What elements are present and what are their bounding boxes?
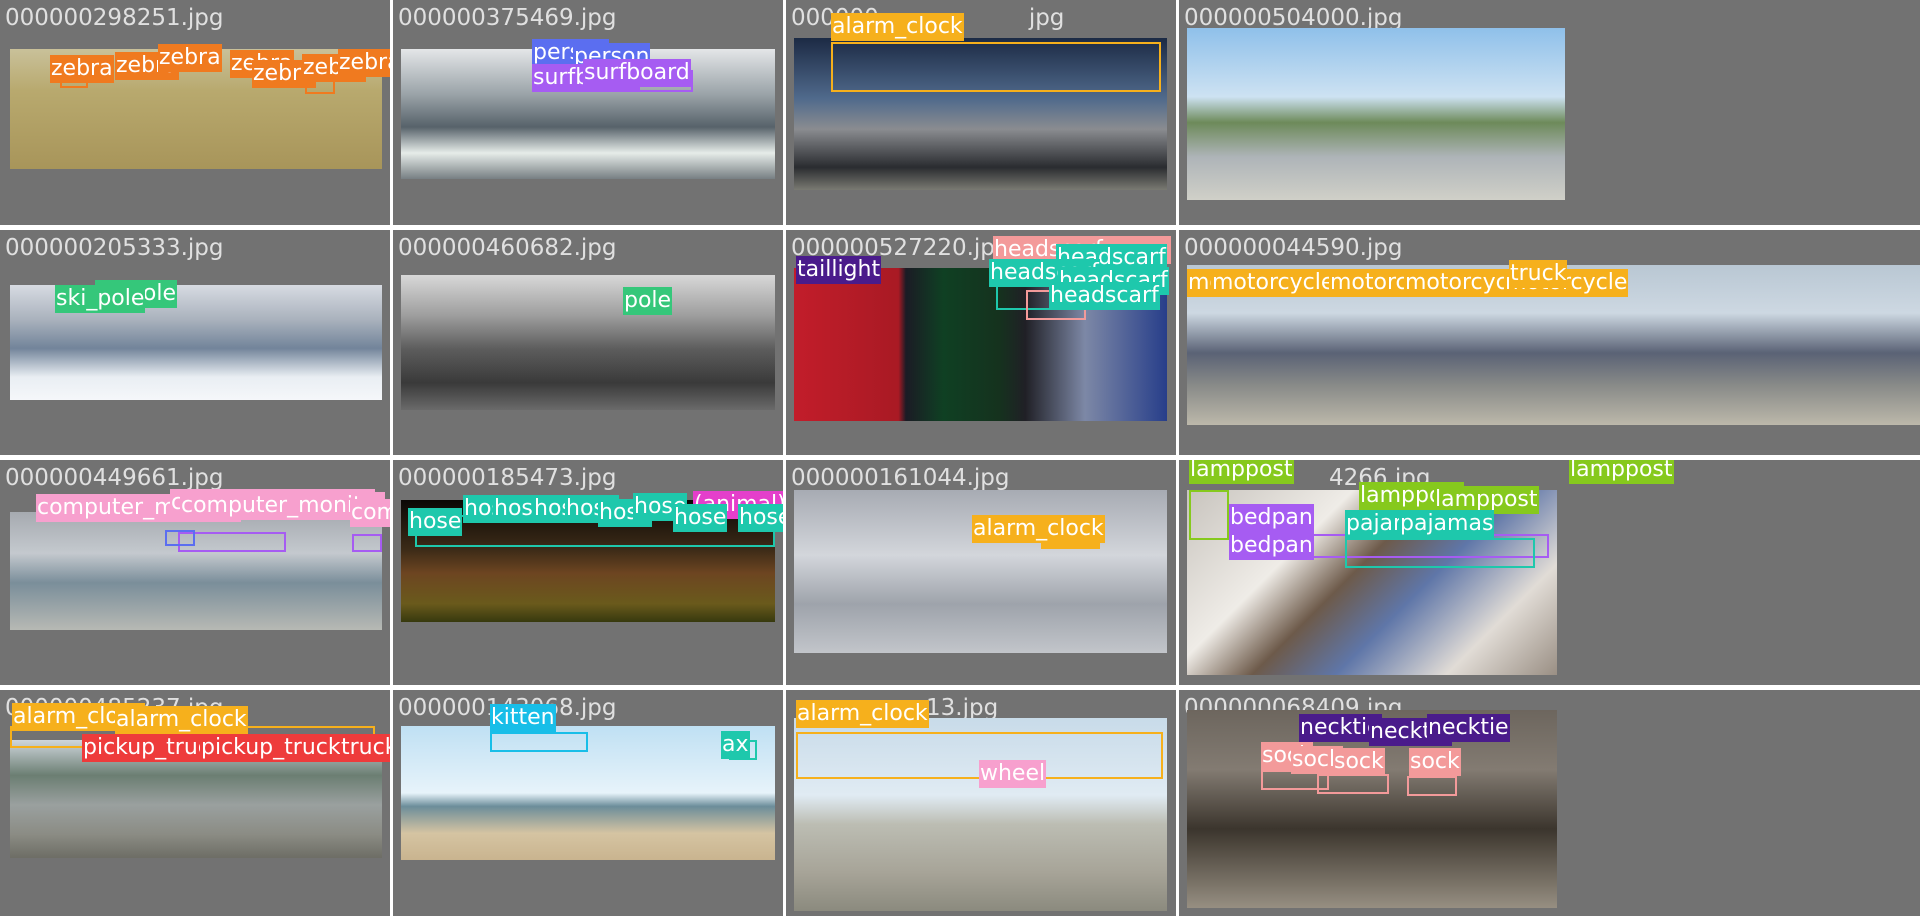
detection-label: zebra xyxy=(50,55,114,83)
filename-label: 13.jpg xyxy=(926,695,999,721)
grid-cell[interactable]: 4266.jpg lamppost lamppost lamppost lamp… xyxy=(1179,460,1920,685)
bounding-box xyxy=(490,732,588,752)
detection-label: wheel xyxy=(979,760,1047,788)
detection-label: alarm_clock xyxy=(831,13,964,41)
detection-label: sock xyxy=(1409,748,1461,776)
bounding-box xyxy=(1345,538,1535,568)
detection-label: alarm_clock xyxy=(796,700,929,728)
grid-cell[interactable]: 000000449661.jpg computer_monitor comput… xyxy=(0,460,390,685)
detection-label: motorcycle xyxy=(1211,269,1336,297)
grid-cell[interactable]: 000000068409.jpg necktie necktie necktie… xyxy=(1179,690,1920,916)
grid-cell[interactable]: 13.jpg alarm_clock wheel xyxy=(786,690,1176,916)
grid-cell[interactable]: 000000044590.jpg motorcycle motorcycle m… xyxy=(1179,230,1920,455)
detection-label: alarm_clock xyxy=(115,706,248,734)
filename-label: 000000185473.jpg xyxy=(398,465,617,491)
grid-cell[interactable]: 000000185473.jpg (animal) hose hose hose… xyxy=(393,460,783,685)
detection-label: kitten xyxy=(490,704,556,732)
detection-label: computer_monitor xyxy=(350,499,390,527)
bounding-box xyxy=(178,532,286,552)
bounding-box xyxy=(1317,774,1389,794)
grid-cell[interactable]: 000000161044.jpg clock alarm_clock xyxy=(786,460,1176,685)
detection-label: surfboard xyxy=(583,59,691,87)
detection-label: headscarf xyxy=(1049,282,1160,310)
grid-cell[interactable]: 000000143068.jpg kitten ax xyxy=(393,690,783,916)
detection-label: necktie xyxy=(1299,714,1382,742)
detection-label: truck xyxy=(340,734,390,762)
detection-label: alarm_clock xyxy=(972,515,1105,543)
bounding-box xyxy=(352,534,382,552)
detection-label: truck xyxy=(1509,260,1568,288)
filename-label: 000000298251.jpg xyxy=(5,5,224,31)
filename-label: 000000205333.jpg xyxy=(5,235,224,261)
photo xyxy=(794,38,1167,190)
grid-cell[interactable]: 000000375469.jpg person person surfboard… xyxy=(393,0,783,225)
grid-cell[interactable]: 000000jpg alarm_clock xyxy=(786,0,1176,225)
bounding-box xyxy=(165,530,195,546)
grid-cell[interactable]: 000000504000.jpg xyxy=(1179,0,1920,225)
detection-label: hose xyxy=(738,504,783,532)
detection-label: zebra xyxy=(158,44,222,72)
grid-cell[interactable]: 000000298251.jpg zebra zebra zebra zebra… xyxy=(0,0,390,225)
detection-label: ax xyxy=(721,731,750,759)
detection-label: ski_pole xyxy=(55,285,146,313)
detection-label: zebra xyxy=(338,49,390,77)
detection-label: lamppost xyxy=(1569,460,1674,484)
detection-label: hose xyxy=(673,504,728,532)
filename-label: 000000449661.jpg xyxy=(5,465,224,491)
detection-label: lamppost xyxy=(1189,460,1294,484)
filename-label: 000000460682.jpg xyxy=(398,235,617,261)
detection-label: pickup_truck xyxy=(200,734,342,762)
bounding-box xyxy=(831,42,1161,92)
detection-label: pole xyxy=(623,287,673,315)
grid-cell[interactable]: 000000485237.jpg alarm_clock alarm_clock… xyxy=(0,690,390,916)
detection-label: sock xyxy=(1333,748,1385,776)
detection-label: lamppost xyxy=(1434,486,1539,514)
grid-cell[interactable]: 000000205333.jpg pole ski_pole xyxy=(0,230,390,455)
grid-cell[interactable]: 000000527220.jpg taillight headscarf hea… xyxy=(786,230,1176,455)
photo xyxy=(401,275,775,410)
bounding-box xyxy=(1407,776,1457,796)
detection-label: motorcycle xyxy=(1187,269,1211,297)
photo xyxy=(794,718,1167,911)
filename-label: 000000504000.jpg xyxy=(1184,5,1403,31)
filename-label: 000000044590.jpg xyxy=(1184,235,1403,261)
detection-label: bedpan xyxy=(1229,532,1314,560)
photo xyxy=(10,512,382,630)
detection-label: bedpan xyxy=(1229,504,1314,532)
bounding-box xyxy=(1189,490,1229,540)
filename-label: 000000375469.jpg xyxy=(398,5,617,31)
photo xyxy=(1187,28,1565,200)
detection-label: taillight xyxy=(796,256,882,284)
detection-label: hose xyxy=(408,508,463,536)
detection-label: pajamas xyxy=(1399,510,1495,538)
photo xyxy=(401,726,775,860)
detection-label: necktie xyxy=(1427,714,1510,742)
filename-label: 000000161044.jpg xyxy=(791,465,1010,491)
grid-cell[interactable]: 000000460682.jpg pole xyxy=(393,230,783,455)
